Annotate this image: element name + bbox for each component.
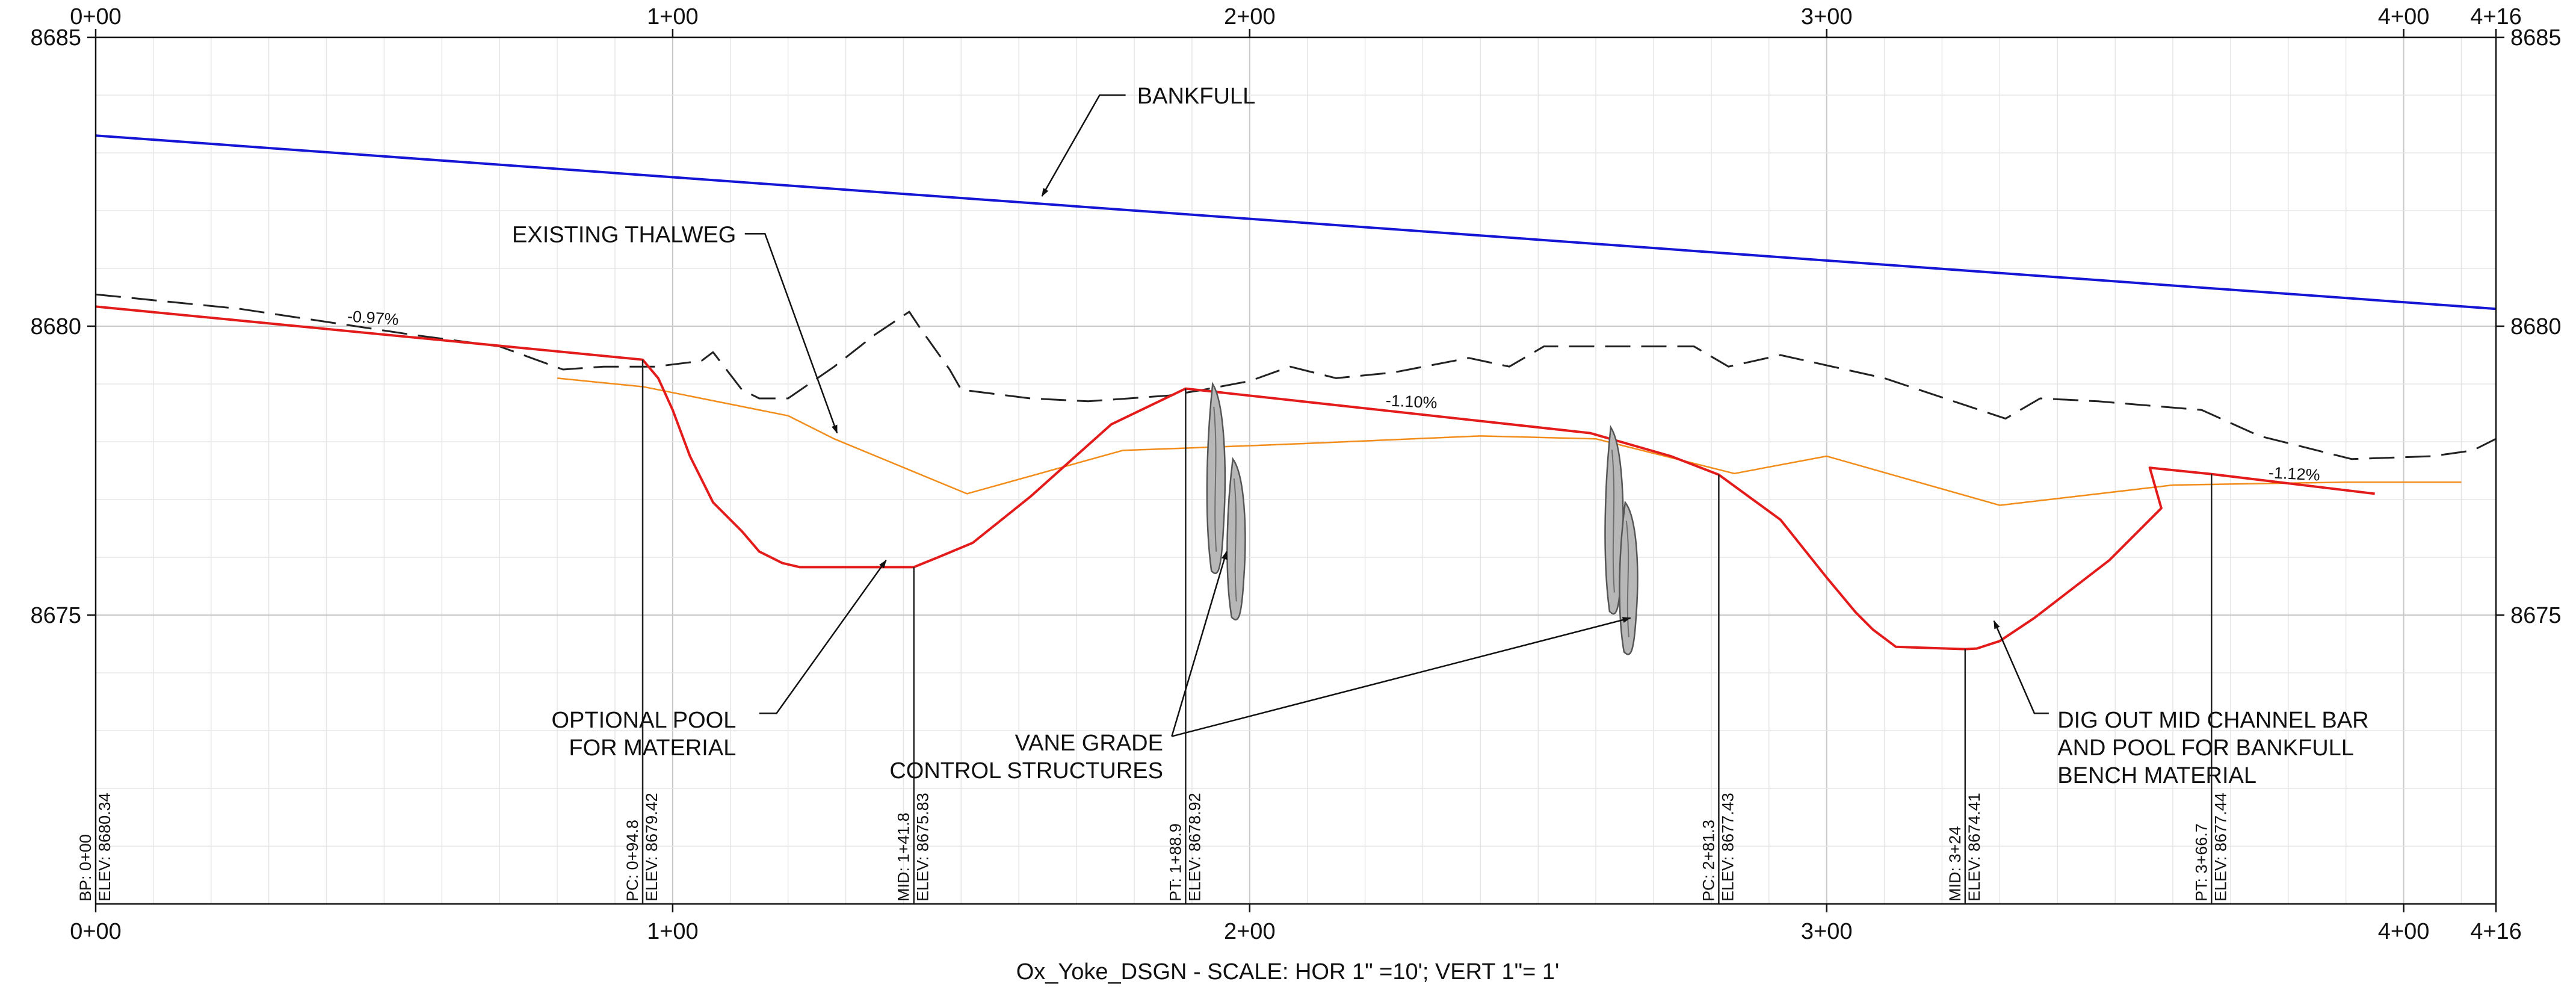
- callout-text-vane: VANE GRADE: [1015, 731, 1163, 756]
- callout-text-bankfull: BANKFULL: [1137, 84, 1255, 109]
- station-elev-label: ELEV: 8675.83: [914, 793, 932, 902]
- station-elev-label: ELEV: 8677.43: [1719, 793, 1737, 902]
- callout-leader-vane: [1171, 551, 1228, 737]
- station-elev-label: ELEV: 8678.92: [1185, 793, 1203, 902]
- station-elev-label: ELEV: 8680.34: [96, 793, 114, 902]
- x-tick-label-bottom: 3+00: [1801, 919, 1853, 944]
- vane-structure-detail: [1213, 406, 1217, 552]
- x-tick-label-top: 3+00: [1801, 4, 1853, 29]
- y-tick-label-right: 8685: [2510, 25, 2562, 51]
- station-label: BP: 0+00: [76, 834, 94, 902]
- vane-structure-detail: [1233, 478, 1237, 602]
- x-tick-label-top: 4+00: [2378, 4, 2430, 29]
- x-tick-label-top: 1+00: [647, 4, 699, 29]
- profile-lines: [95, 134, 2497, 651]
- slope-label: -1.10%: [1385, 391, 1438, 412]
- series-line-thalweg: [557, 377, 2462, 506]
- slope-label: -1.12%: [2268, 463, 2320, 484]
- station-elev-label: ELEV: 8679.42: [643, 793, 661, 902]
- station-label: PC: 2+81.3: [1699, 820, 1717, 902]
- x-tick-label-bottom: 4+16: [2470, 919, 2522, 944]
- x-tick-label-bottom: 0+00: [70, 919, 122, 944]
- callout-text-pool: FOR MATERIAL: [569, 735, 736, 761]
- vane-structure-detail: [1611, 450, 1615, 593]
- station-label: PC: 0+94.8: [623, 820, 641, 902]
- callout-text-vane: CONTROL STRUCTURES: [889, 758, 1163, 784]
- y-tick-label-right: 8675: [2510, 603, 2562, 628]
- callout-text-dig: AND POOL FOR BANKFULL: [2057, 735, 2354, 761]
- series-line-design: [95, 305, 2375, 651]
- x-tick-label-bottom: 1+00: [647, 919, 699, 944]
- y-tick-label-left: 8680: [30, 314, 81, 339]
- y-tick-label-left: 8675: [30, 603, 81, 628]
- x-tick-label-top: 4+16: [2470, 4, 2522, 29]
- chart-title: Ox_Yoke_DSGN - SCALE: HOR 1" =10'; VERT …: [1016, 959, 1560, 985]
- x-tick-label-top: 2+00: [1224, 4, 1276, 29]
- annotations: -0.97% -1.10% -1.12% BANKFULL EXISTING THALW…: [347, 84, 2368, 788]
- chart-frame: 0+00 0+00 1+00 1+00 2+00 2+00 3+00 3+00 4+00 4+00…: [30, 4, 2561, 944]
- x-tick-label-bottom: 2+00: [1224, 919, 1276, 944]
- station-label: PT: 1+88.9: [1166, 823, 1184, 902]
- y-tick-label-left: 8685: [30, 25, 81, 51]
- station-label: PT: 3+66.7: [2192, 823, 2210, 902]
- series-line-existing: [95, 293, 2497, 460]
- station-label: MID: 1+41.8: [895, 812, 913, 902]
- station-elev-label: ELEV: 8674.41: [1965, 793, 1983, 902]
- callout-leader-dig: [1993, 620, 2049, 714]
- callout-text-dig: DIG OUT MID CHANNEL BAR: [2057, 708, 2368, 733]
- callout-leader-vane2: [1172, 617, 1631, 737]
- x-tick-label-bottom: 4+00: [2378, 919, 2430, 944]
- y-tick-label-right: 8680: [2510, 314, 2562, 339]
- callout-leader-thalweg: [744, 233, 838, 434]
- station-label: MID: 3+24: [1946, 826, 1964, 902]
- callout-leader-bankfull: [1041, 94, 1126, 197]
- station-elev-label: ELEV: 8677.44: [2211, 793, 2229, 902]
- callout-leader-pool: [759, 559, 887, 714]
- x-tick-label-top: 0+00: [70, 4, 122, 29]
- callout-text-dig: BENCH MATERIAL: [2057, 763, 2256, 788]
- callout-text-pool: OPTIONAL POOL: [551, 708, 736, 733]
- slope-label: -0.97%: [347, 307, 399, 329]
- series-line-bankfull: [95, 134, 2497, 311]
- callout-text-thalweg: EXISTING THALWEG: [512, 222, 736, 247]
- vane-structures: [1206, 382, 1639, 655]
